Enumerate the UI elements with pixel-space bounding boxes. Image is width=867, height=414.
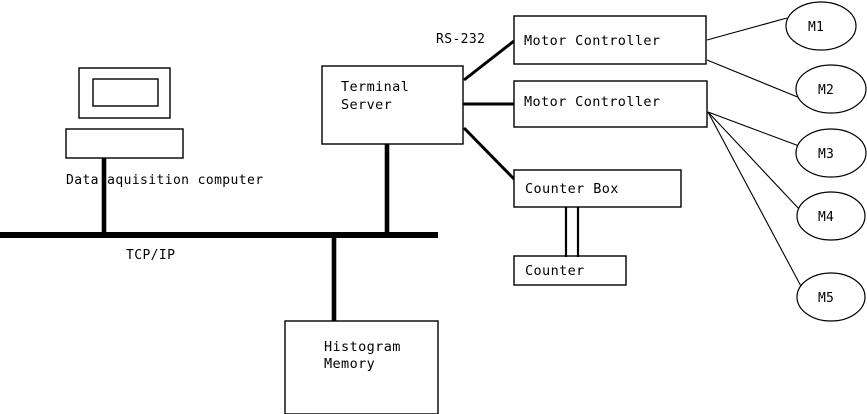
- link-motor-controller-2-to-m5: [707, 111, 804, 291]
- histogram-memory-label-line2: Memory: [324, 356, 376, 372]
- computer-caption-label: Data aquisition computer: [66, 173, 264, 188]
- motor-m4-label: M4: [818, 210, 835, 225]
- link-motor-controller-1-to-m2: [706, 59, 801, 99]
- link-motor-controller-1-to-m1: [706, 17, 788, 41]
- counter-label: Counter: [525, 263, 585, 279]
- counter-box[interactable]: [513, 255, 627, 286]
- link-terminal-server-to-counter-box: [462, 126, 517, 182]
- motor-controller-2-label: Motor Controller: [524, 94, 661, 110]
- motor-m2-ellipse[interactable]: [795, 64, 867, 114]
- computer-screen-outline: [92, 78, 159, 107]
- motor-m5-ellipse[interactable]: [796, 272, 866, 322]
- motor-m3-label: M3: [818, 147, 835, 162]
- computer-base-outline: [65, 128, 184, 159]
- motor-m4-ellipse[interactable]: [796, 191, 866, 241]
- terminal-server-label-line2: Server: [341, 97, 393, 113]
- histogram-memory-box[interactable]: [284, 320, 439, 414]
- terminal-server-label-line1: Terminal: [341, 79, 410, 95]
- motor-m5-label: M5: [818, 291, 835, 306]
- motor-m1-ellipse[interactable]: [785, 1, 857, 51]
- link-terminal-server-to-motor-controller-1: [463, 39, 515, 82]
- counter-box-label: Counter Box: [525, 181, 619, 197]
- link-motor-controller-2-to-m3: [707, 111, 800, 147]
- motor-controller-1-box[interactable]: [513, 15, 707, 65]
- motor-controller-1-label: Motor Controller: [524, 33, 661, 49]
- counter-box-box[interactable]: [513, 169, 682, 208]
- histogram-memory-label-line1: Histogram: [324, 339, 401, 355]
- motor-controller-2-box[interactable]: [513, 80, 708, 128]
- rs232-link-label: RS-232: [436, 32, 486, 47]
- tcpip-bus-label: TCP/IP: [126, 248, 176, 263]
- motor-m2-label: M2: [818, 83, 835, 98]
- link-motor-controller-2-to-m4: [707, 111, 801, 211]
- terminal-server-box[interactable]: [321, 65, 464, 145]
- motor-m3-ellipse[interactable]: [795, 128, 867, 178]
- motor-m1-label: M1: [808, 20, 825, 35]
